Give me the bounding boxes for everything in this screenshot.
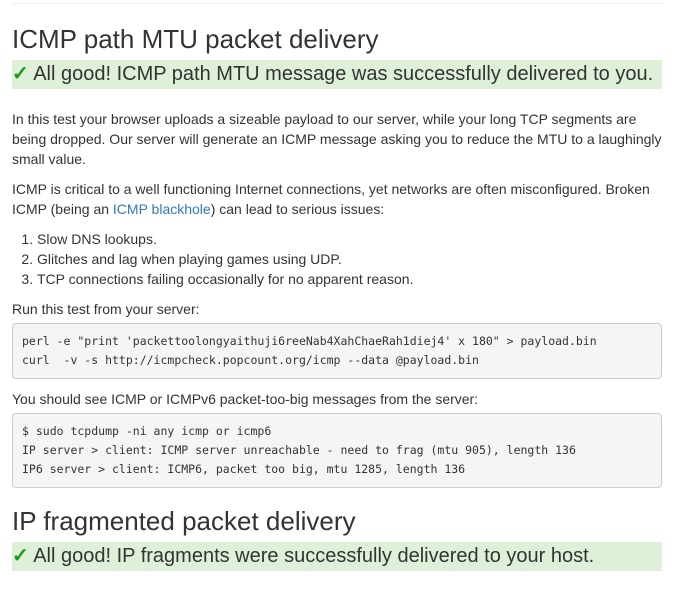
expect-code-block: $ sudo tcpdump -ni any icmp or icmp6 IP … xyxy=(12,413,662,488)
success-alert-icmp: ✓ All good! ICMP path MTU message was su… xyxy=(12,60,662,89)
section-title-ip-fragments: IP fragmented packet delivery xyxy=(12,506,356,536)
success-alert-fragments: ✓ All good! IP fragments were successful… xyxy=(12,542,662,571)
expect-label: You should see ICMP or ICMPv6 packet-too… xyxy=(12,391,479,407)
section-title-icmp-mtu: ICMP path MTU packet delivery xyxy=(12,24,379,54)
check-icon: ✓ xyxy=(12,545,29,567)
divider xyxy=(12,3,662,4)
list-item: TCP connections failing occasionally for… xyxy=(37,269,662,289)
run-label: Run this test from your server: xyxy=(12,301,200,317)
list-item: Slow DNS lookups. xyxy=(37,229,662,249)
list-item: Glitches and lag when playing games usin… xyxy=(37,249,662,269)
alert-text: All good! ICMP path MTU message was succ… xyxy=(33,63,654,85)
page-content: ICMP path MTU packet delivery ✓ All good… xyxy=(12,0,662,571)
icmp-paragraph: ICMP is critical to a well functioning I… xyxy=(12,179,662,219)
text: ) can lead to serious issues: xyxy=(210,201,385,217)
intro-paragraph: In this test your browser uploads a size… xyxy=(12,111,662,167)
icmp-blackhole-link[interactable]: ICMP blackhole xyxy=(112,201,211,217)
text: ICMP is critical to a well functioning I… xyxy=(12,181,650,217)
check-icon: ✓ xyxy=(12,63,29,85)
run-code-block: perl -e "print 'packettoolongyaithuji6re… xyxy=(12,323,662,379)
alert-text: All good! IP fragments were successfully… xyxy=(33,545,595,567)
issues-list: Slow DNS lookups. Glitches and lag when … xyxy=(12,229,662,289)
